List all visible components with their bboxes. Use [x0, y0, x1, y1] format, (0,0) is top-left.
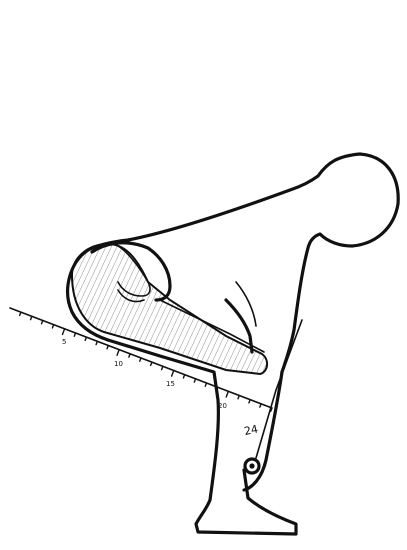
- scale-tick: [140, 358, 141, 361]
- scale-tick: [129, 354, 130, 357]
- forearm-outline: [236, 282, 256, 326]
- scale-tick: [205, 383, 206, 386]
- scale-tick: [96, 341, 97, 344]
- scale-major-tick: [226, 391, 228, 397]
- scale-label-10: 10: [114, 360, 123, 368]
- scale-tick: [260, 404, 261, 407]
- scale-tick: [20, 312, 21, 315]
- scale-tick: [151, 362, 152, 365]
- scale-end-label: 24: [243, 422, 259, 438]
- scale-label-15: 15: [166, 380, 175, 388]
- scale-tick: [42, 321, 43, 324]
- scale-tick: [238, 396, 239, 399]
- hamstring-muscle: [72, 244, 267, 374]
- scale-tick: [183, 375, 184, 378]
- leg-outline-back: [108, 340, 296, 534]
- scale-tick: [162, 366, 163, 369]
- scale-label-5: 5: [62, 338, 66, 346]
- scale-tick: [85, 337, 86, 340]
- muscle-fill: [72, 244, 267, 374]
- scale-tick: [107, 346, 108, 349]
- scale-major-tick: [117, 350, 119, 356]
- scale-tick: [52, 325, 53, 328]
- scale-tick: [194, 379, 195, 382]
- scale-major-tick: [172, 371, 174, 377]
- scale-tick: [249, 400, 250, 403]
- knee-marker-inner: [249, 463, 254, 468]
- scale-tick: [74, 333, 75, 336]
- scale-tick: [31, 316, 32, 319]
- scale-major-tick: [62, 329, 64, 335]
